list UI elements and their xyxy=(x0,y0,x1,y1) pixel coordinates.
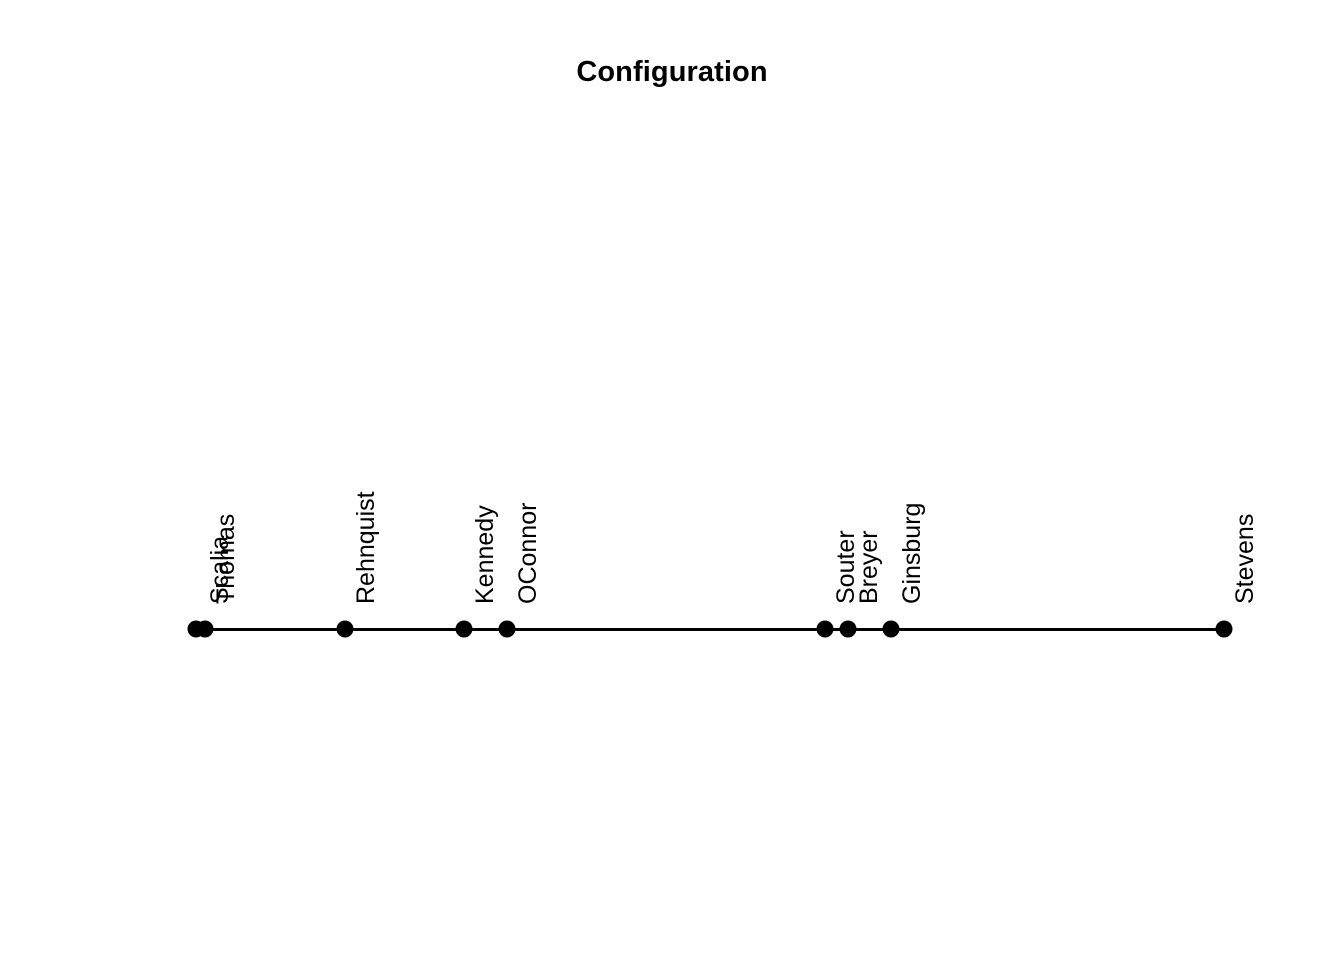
data-point xyxy=(882,620,900,638)
point-label: OConnor xyxy=(514,502,542,604)
data-point xyxy=(336,620,354,638)
data-point xyxy=(455,620,473,638)
configuration-axis-line xyxy=(196,628,1224,631)
point-label: Stevens xyxy=(1231,513,1259,604)
point-label: Ginsburg xyxy=(898,502,926,604)
point-label: Kennedy xyxy=(471,505,499,604)
page-title: Configuration xyxy=(576,56,768,88)
point-label: Thomas xyxy=(212,513,240,604)
data-point xyxy=(498,620,516,638)
point-label: Breyer xyxy=(855,530,883,604)
point-label: Rehnquist xyxy=(352,491,380,604)
data-point xyxy=(816,620,834,638)
data-point xyxy=(196,620,214,638)
data-point xyxy=(839,620,857,638)
data-point xyxy=(1215,620,1233,638)
